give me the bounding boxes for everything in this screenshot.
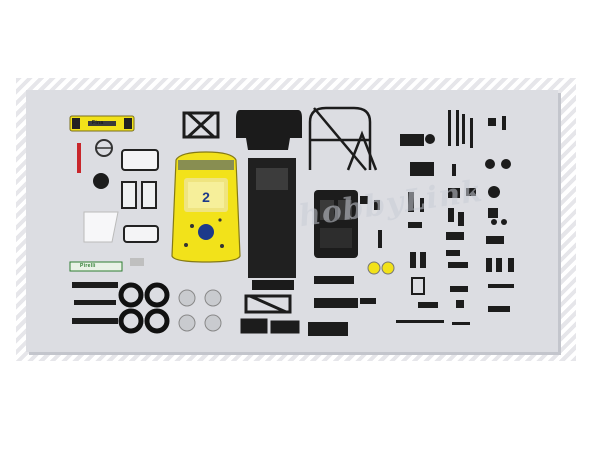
- car-number-text: 2: [202, 189, 210, 205]
- rear-spoiler-part: [69, 115, 135, 132]
- spot-lights-part: [367, 261, 395, 275]
- interior-parts-cluster: [308, 190, 358, 336]
- small-detail-parts: [360, 110, 514, 325]
- interior-frame-part: [182, 111, 220, 139]
- bumper-and-strip-parts: [69, 258, 144, 324]
- steering-wheel-part: [77, 139, 113, 189]
- sponsor-strip-text: Pirelli: [80, 263, 96, 269]
- spoiler-logo-text: Fina: [92, 120, 104, 126]
- roll-cage-part: [308, 106, 378, 171]
- chassis-tub-part: [236, 110, 302, 290]
- car-body-shell: 2: [171, 151, 241, 263]
- suspension-frame-parts: [240, 294, 300, 334]
- tires-and-wheels: [118, 282, 222, 334]
- window-glass-parts: [83, 149, 159, 243]
